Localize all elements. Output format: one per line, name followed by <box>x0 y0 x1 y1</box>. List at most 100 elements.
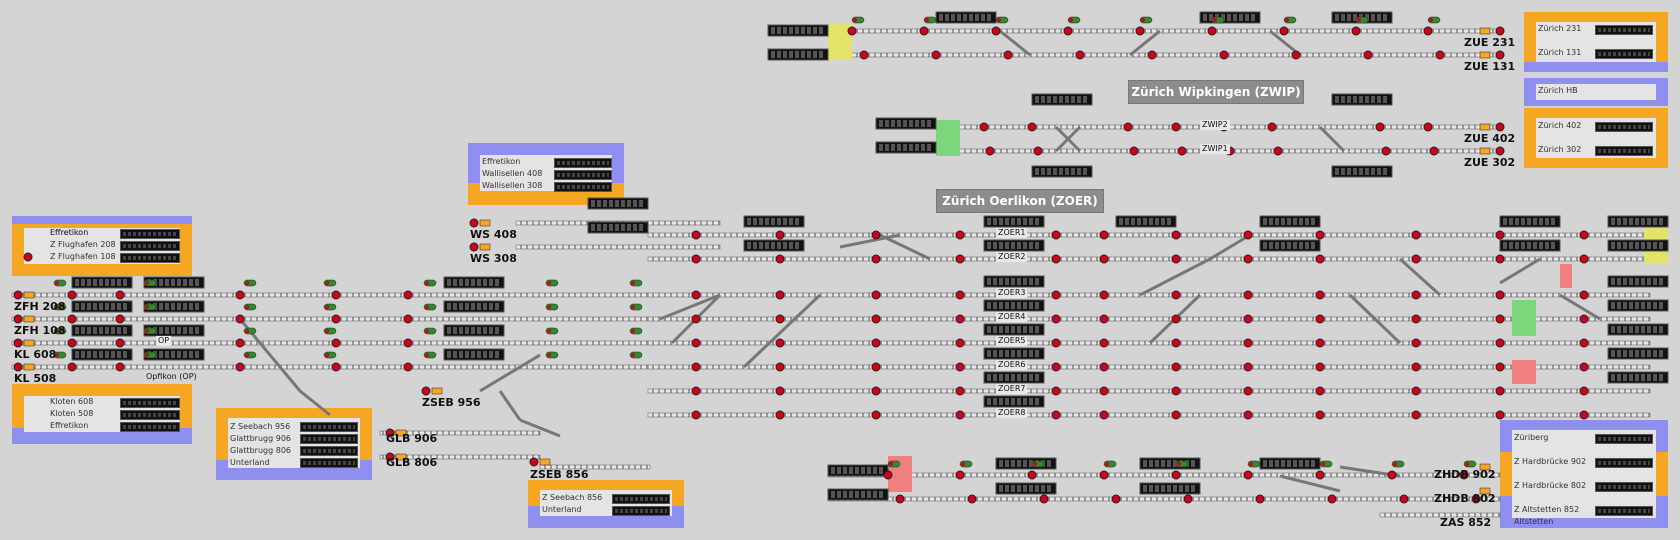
track-label-zwip2[interactable]: ZWIP2 <box>1200 120 1230 130</box>
occupied-zone <box>1512 360 1536 384</box>
signal-light <box>1351 26 1361 36</box>
entry-label-ws308[interactable]: WS 308 <box>470 252 517 265</box>
signal-light <box>1243 410 1253 420</box>
signal-light <box>1255 494 1265 504</box>
signal-light <box>1495 122 1505 132</box>
entry-label-zas852[interactable]: ZAS 852 <box>1440 516 1492 529</box>
entry-label-zue302[interactable]: ZUE 302 <box>1464 156 1516 169</box>
entry-label-glb806[interactable]: GLB 806 <box>386 456 438 469</box>
display-segment <box>1623 278 1627 285</box>
display-segment <box>885 144 889 151</box>
track-label-zoer8[interactable]: ZOER8 <box>996 408 1028 418</box>
track-segment <box>1379 512 1501 518</box>
entry-label-zhdb902[interactable]: ZHDB 902 <box>1434 468 1496 481</box>
display-segment <box>1005 242 1009 249</box>
display-segment <box>1191 460 1195 467</box>
signal-light <box>1315 290 1325 300</box>
track-label-zwip1[interactable]: ZWIP1 <box>1200 144 1230 154</box>
signal-lamp <box>1429 18 1433 22</box>
display-segment <box>1179 485 1183 492</box>
display-segment <box>1035 278 1039 285</box>
signal-light <box>775 386 785 396</box>
entry-label-zue131[interactable]: ZUE 131 <box>1464 60 1516 73</box>
track-label-zoer7[interactable]: ZOER7 <box>996 384 1028 394</box>
entry-label-zue231[interactable]: ZUE 231 <box>1464 36 1516 49</box>
track-label-zoer1[interactable]: ZOER1 <box>996 228 1028 238</box>
display-segment <box>1305 460 1309 467</box>
display-segment <box>927 120 931 127</box>
signal-light <box>403 290 413 300</box>
display-segment <box>873 491 877 498</box>
display-segment <box>1359 96 1363 103</box>
display-segment <box>1035 302 1039 309</box>
entry-label-zseb856[interactable]: ZSEB 856 <box>530 468 589 481</box>
display-segment <box>1023 278 1027 285</box>
display-segment <box>177 279 181 286</box>
entry-label-kl508[interactable]: KL 508 <box>14 372 57 385</box>
display-segment <box>909 120 913 127</box>
entry-label-zfh208[interactable]: ZFH 208 <box>14 300 66 313</box>
display-segment <box>483 327 487 334</box>
entry-label-zhdb802[interactable]: ZHDB 802 <box>1434 492 1496 505</box>
display-segment <box>945 14 949 21</box>
display-segment <box>1035 374 1039 381</box>
panel-label: Z Flughafen 208 <box>50 240 116 249</box>
display-segment <box>843 467 847 474</box>
signal-light <box>1243 314 1253 324</box>
display-segment <box>1635 242 1639 249</box>
track-label-zoer5[interactable]: ZOER5 <box>996 336 1028 346</box>
entry-label-zfh108[interactable]: ZFH 108 <box>14 324 66 337</box>
signal-light <box>1171 290 1181 300</box>
track-label-zoer3[interactable]: ZOER3 <box>996 288 1028 298</box>
display-segment <box>1527 218 1531 225</box>
signal-light <box>1423 122 1433 132</box>
panel-label: Zürich 231 <box>1538 24 1582 33</box>
display-segment <box>1293 460 1297 467</box>
signal-light <box>1123 122 1133 132</box>
track-label-zoer6[interactable]: ZOER6 <box>996 360 1028 370</box>
display-segment <box>1281 242 1285 249</box>
signal-light <box>1411 386 1421 396</box>
display-segment <box>1149 460 1153 467</box>
display-segment <box>159 279 163 286</box>
display-segment <box>993 350 997 357</box>
display-segment <box>1641 218 1645 225</box>
display-segment <box>1305 218 1309 225</box>
signal-light <box>1183 494 1193 504</box>
display-segment <box>1641 242 1645 249</box>
entry-marker <box>431 387 443 395</box>
signal-light <box>1291 50 1301 60</box>
signal-light <box>859 50 869 60</box>
signal-lamp <box>325 281 329 285</box>
display-segment <box>987 350 991 357</box>
signal-light <box>967 494 977 504</box>
display-segment <box>867 467 871 474</box>
track-label-zoer4[interactable]: ZOER4 <box>996 312 1028 322</box>
display-segment <box>1341 168 1345 175</box>
display-segment <box>105 351 109 358</box>
panel-label: Z Hardbrücke 802 <box>1514 481 1587 490</box>
entry-label-glb906[interactable]: GLB 906 <box>386 432 438 445</box>
track-label-op[interactable]: OP <box>156 336 172 346</box>
entry-label-zseb956[interactable]: ZSEB 956 <box>422 396 481 409</box>
track-label-zoer2[interactable]: ZOER2 <box>996 252 1028 262</box>
display-segment <box>1005 278 1009 285</box>
signal-light <box>1027 470 1037 480</box>
display-segment <box>1011 218 1015 225</box>
signal-light <box>691 338 701 348</box>
crossover-track <box>1559 293 1601 321</box>
display-segment <box>1659 374 1663 381</box>
entry-label-zue402[interactable]: ZUE 402 <box>1464 132 1516 145</box>
signal-light <box>1171 410 1181 420</box>
display-segment <box>453 327 457 334</box>
display-segment <box>1347 168 1351 175</box>
display-segment <box>93 327 97 334</box>
display-segment <box>981 14 985 21</box>
track-display <box>120 229 180 239</box>
display-segment <box>99 351 103 358</box>
display-segment <box>1119 218 1123 225</box>
entry-label-ws408[interactable]: WS 408 <box>470 228 517 241</box>
display-segment <box>1017 326 1021 333</box>
signal-lamp <box>631 305 635 309</box>
entry-label-kl608[interactable]: KL 608 <box>14 348 57 361</box>
